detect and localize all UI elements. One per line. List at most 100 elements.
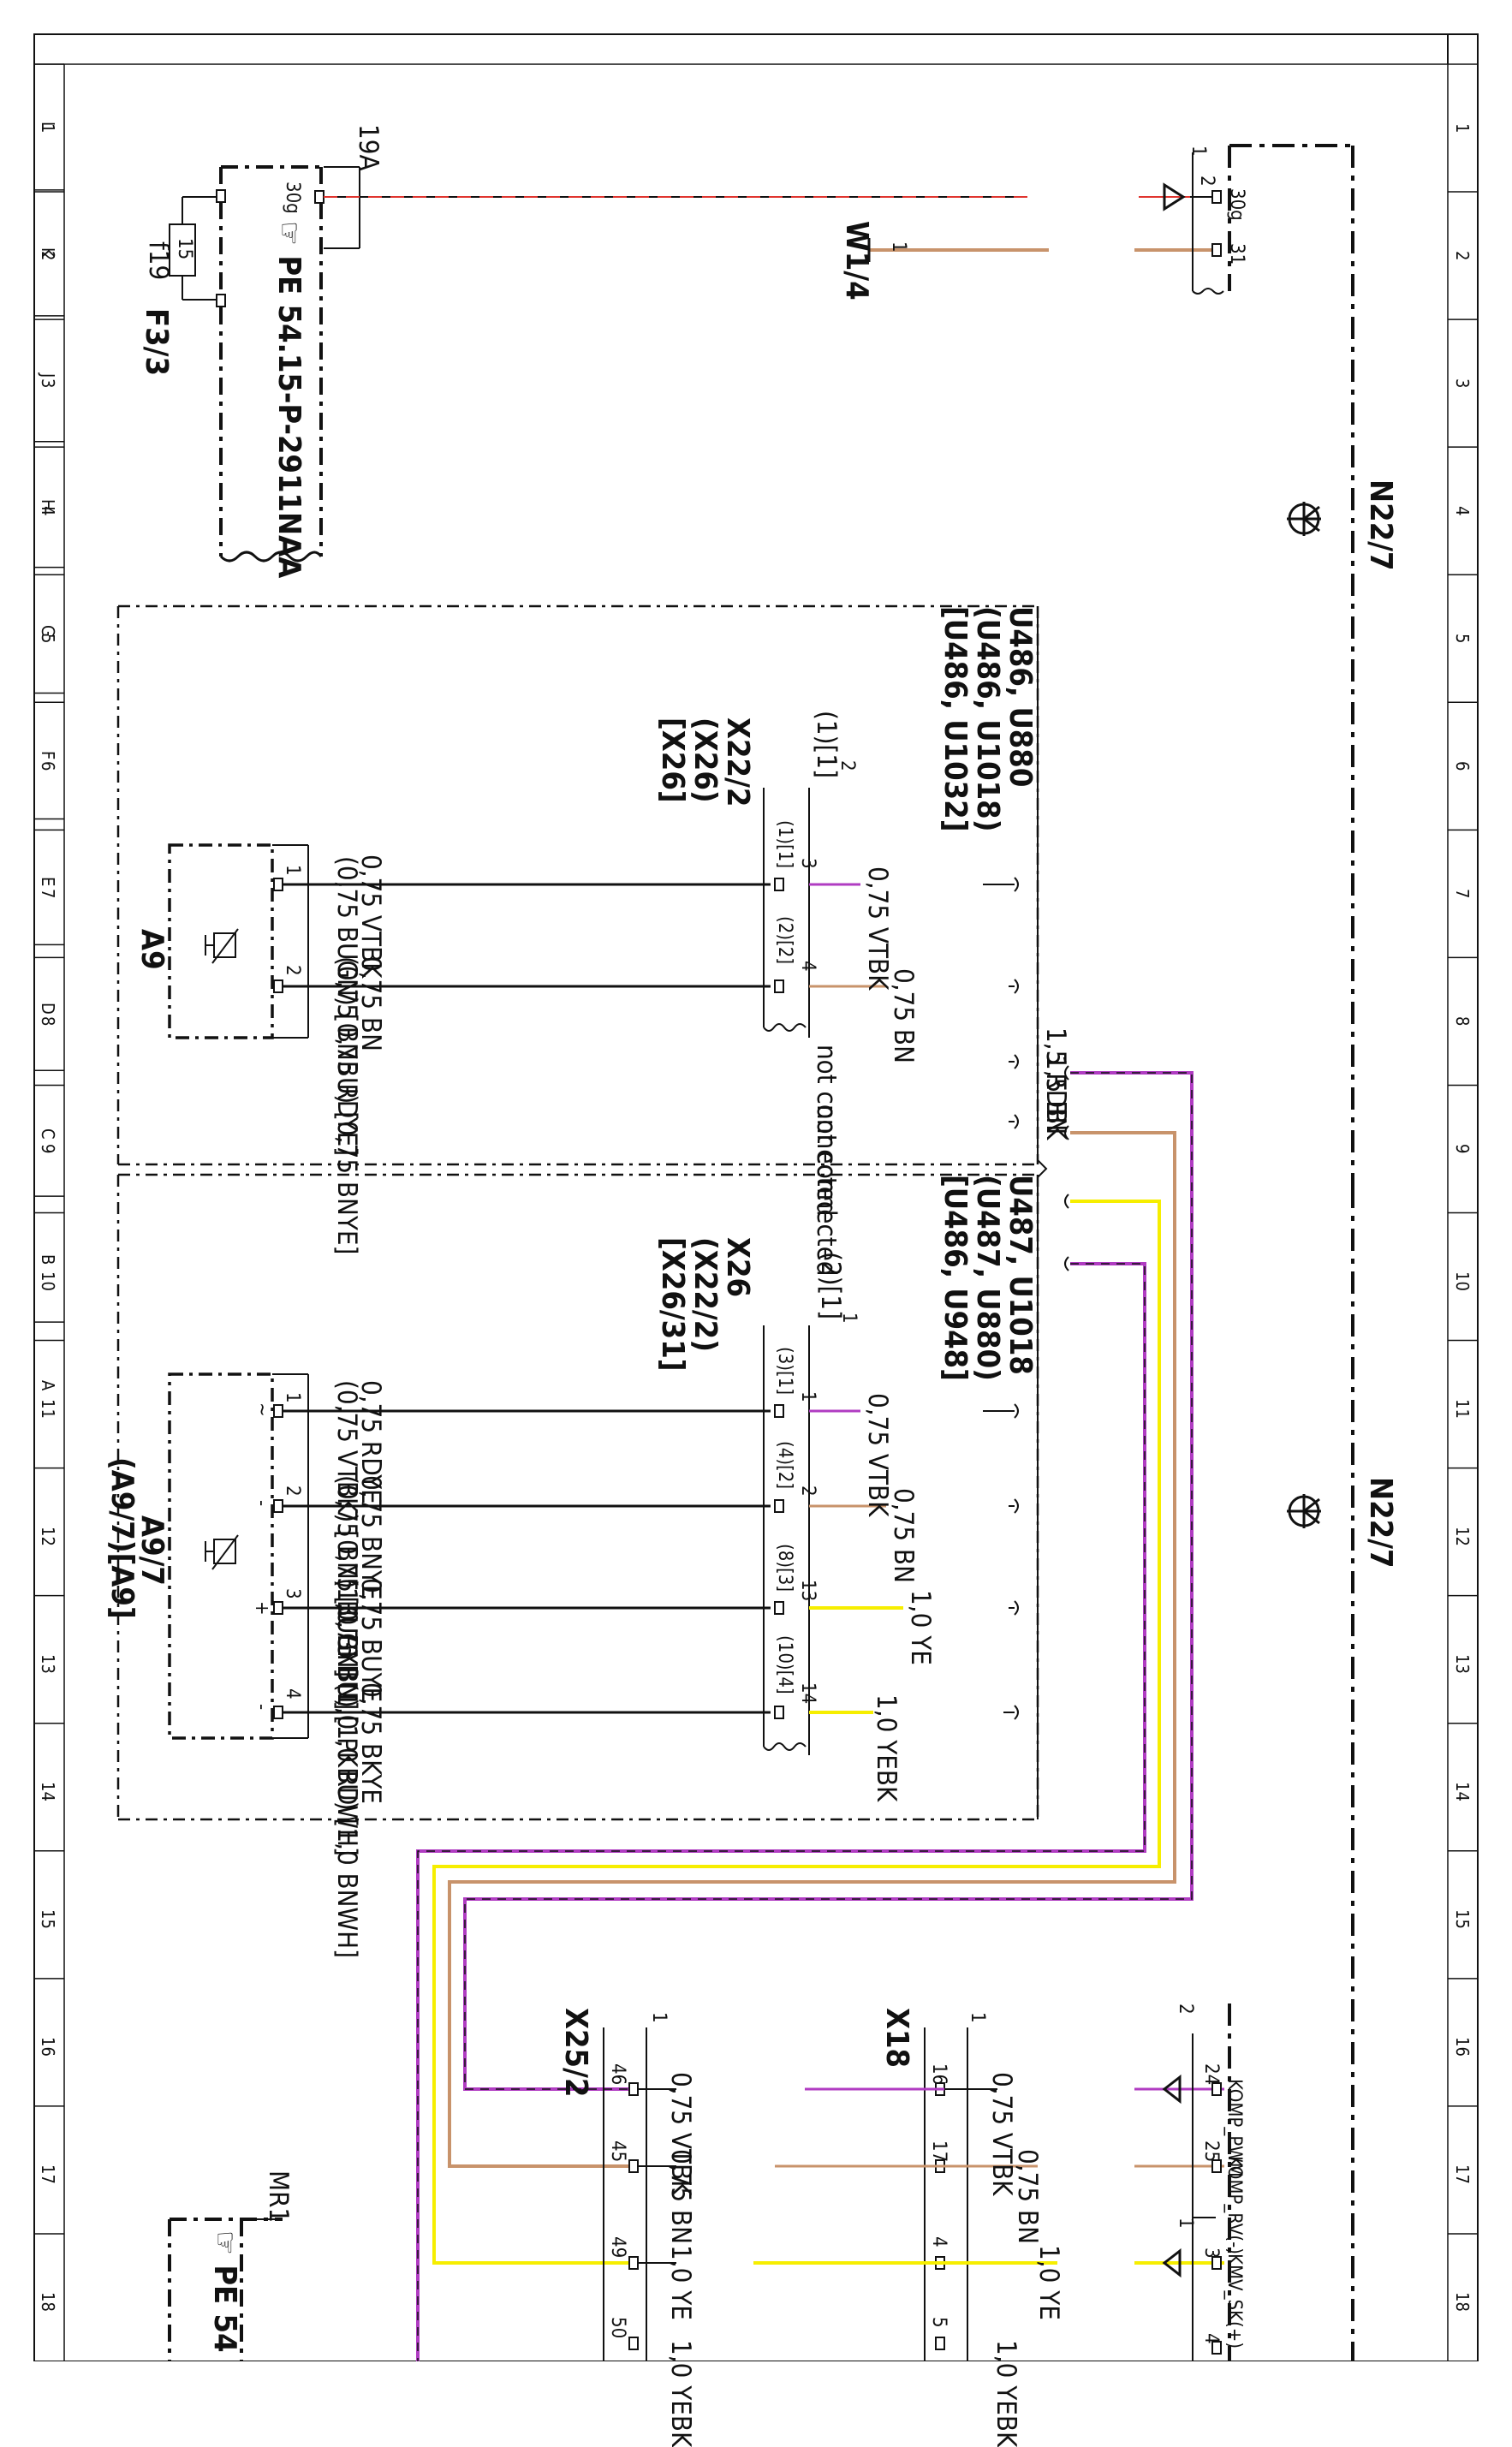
grid-row-9-l: 9 (38, 1143, 58, 1154)
pin-3: 3 (1200, 2248, 1222, 2259)
n22-bottom-label: N22/7 (1363, 1477, 1398, 1569)
x252-label: X25/2 (558, 2008, 593, 2098)
x26-num: 1 (838, 1313, 860, 1324)
n22-top-label: N22/7 (1363, 479, 1398, 571)
x18-num: 1 (967, 2012, 988, 2023)
x222-label: X22/2 (X26) [X26] (655, 717, 755, 807)
fuse-pin-label: 30g (282, 182, 303, 214)
grid-row-3-r: 3 (1452, 378, 1473, 389)
grid-column-E: E (38, 876, 58, 887)
x222-connector (763, 788, 810, 1038)
x26-label: X26 (X22/2) [X26/31] (655, 1237, 755, 1372)
fuse-f19 (169, 189, 226, 307)
x26-pin3-num: 13 (797, 1580, 819, 1602)
x222-pin2-num: 4 (797, 961, 819, 972)
x252-pin-49: 49 (607, 2236, 628, 2259)
x26-pin4-num: 14 (797, 1682, 819, 1705)
grid-row-15-l: 15 (38, 1909, 58, 1930)
grid-row-3-l: 3 (38, 378, 58, 389)
komp-pwm-plug (1162, 2074, 1182, 2105)
a97-pin-2: 2 (282, 1485, 303, 1497)
grid-row-4-r: 4 (1452, 505, 1473, 516)
wiring-diagram-canvas (33, 33, 1479, 2361)
b-yebk-1: 1,0 YEBK (665, 2340, 696, 2447)
grid-row-1-r: 1 (1452, 122, 1473, 133)
grid-row-2-l: 2 (38, 250, 58, 261)
harness-wire-bn (448, 1131, 1176, 2168)
grid-row-10-l: 10 (38, 1271, 58, 1291)
grid-row-6-r: 6 (1452, 760, 1473, 771)
grid-row-14-r: 14 (1452, 1782, 1473, 1802)
n22-symbol-top (1287, 502, 1321, 536)
grid-row-12-l: 12 (38, 1527, 58, 1547)
row-grid-ticks (34, 63, 1478, 2235)
n22-supply-connector (1192, 152, 1224, 295)
grid-row-1-l: 1 (38, 122, 58, 133)
b-bn-1: 0,75 BN (665, 2149, 696, 2244)
grid-row-17-l: 17 (38, 2164, 58, 2185)
grid-row-18-l: 18 (38, 2292, 58, 2313)
hand-pointer-icon: ☞ (207, 2230, 242, 2256)
x252-connector (603, 2027, 647, 2361)
grid-row-16-r: 16 (1452, 2037, 1473, 2057)
a97-sign-4: - (251, 1704, 272, 1711)
a97-wire4-alt: (1,0 PKBU) [1,0 BNWH] (331, 1682, 362, 1958)
x26-pin3: (8)[3] (774, 1544, 795, 1593)
harness-plug-hooks (1064, 1065, 1069, 1271)
a97-alt-label: (A9/7)[A9] (104, 1457, 140, 1619)
x222-vtbk-label: 0,75 VTBK (862, 866, 893, 991)
grid-row-8-l: 8 (38, 1015, 58, 1027)
variant-codes-top: U486, U880 (U486, U1018) [U486, U1032] (938, 606, 1038, 832)
plug-hooks-top (1014, 877, 1019, 1129)
rdbk-plug-arrow (1163, 182, 1186, 211)
kmv-sk-label: KMV_SK(+) (1223, 2254, 1245, 2349)
grid-row-12-r: 12 (1452, 1527, 1473, 1547)
a9-component (168, 843, 274, 1039)
w14-pin: 1 (888, 241, 909, 253)
grid-row-8-r: 8 (1452, 1015, 1473, 1027)
x18-pin-4: 4 (928, 2236, 949, 2248)
fuse-ref-label: F3/3 (139, 308, 174, 377)
x26-ye-label: 1,0 YE (905, 1590, 936, 1665)
grid-row-6-l: 6 (38, 760, 58, 771)
grid-row-11-r: 11 (1452, 1399, 1473, 1419)
x252-pin-46: 46 (607, 2063, 628, 2086)
pe-ref-bottom: ☞ PE 54 (207, 2230, 242, 2353)
x222-bn-label: 0,75 BN (888, 968, 919, 1063)
x26-bn-label: 0,75 BN (888, 1488, 919, 1583)
grid-row-7-r: 7 (1452, 888, 1473, 899)
kmv-sk-plug (1162, 2248, 1182, 2278)
pin-31: 31 (1226, 243, 1247, 265)
x222-pin2: (2)[2] (774, 916, 795, 965)
grid-row-18-r: 18 (1452, 2292, 1473, 2313)
mr1-label: MR1 (263, 2170, 294, 2224)
region-bracket (1037, 606, 1048, 1819)
n22-bottom-pins (1192, 2033, 1222, 2361)
a97-component (168, 1372, 274, 1740)
grid-column-A: A (38, 1379, 58, 1390)
a97-sign-3: + (251, 1601, 272, 1616)
pe-ref-top: ☞ PE 54.15-P-2911NAA (271, 221, 307, 579)
n22-symbol-bottom (1287, 1494, 1321, 1528)
grid-column-F: F (38, 751, 58, 760)
not-connected-2: not connected (811, 1104, 842, 1277)
w14-label: W1/4 (839, 221, 874, 301)
fuse-term-label: 19A (353, 124, 384, 171)
fuse-id-label: f19 (143, 241, 174, 281)
x18-label: X18 (879, 2008, 914, 2069)
pe-ref-top-text: PE 54.15-P-2911NAA (271, 255, 307, 579)
x26-pin2-num: 2 (797, 1485, 819, 1497)
a9-pin-1: 1 (282, 865, 303, 876)
grid-row-4-l: 4 (38, 505, 58, 516)
a9-symbol (205, 928, 239, 964)
n22-pin-2: 2 (1196, 176, 1217, 187)
a97-sign-2: - (251, 1500, 272, 1507)
harness-wire-ye (432, 1200, 1161, 2265)
grid-column-D: D (38, 1002, 58, 1015)
pin-24: 24 (1200, 2063, 1222, 2086)
x252-num: 1 (648, 2012, 670, 2023)
x26-pin2: (4)[2] (774, 1441, 795, 1490)
x222-pin1: (1)[1] (774, 820, 795, 869)
hand-pointer-icon: ☞ (271, 221, 307, 247)
